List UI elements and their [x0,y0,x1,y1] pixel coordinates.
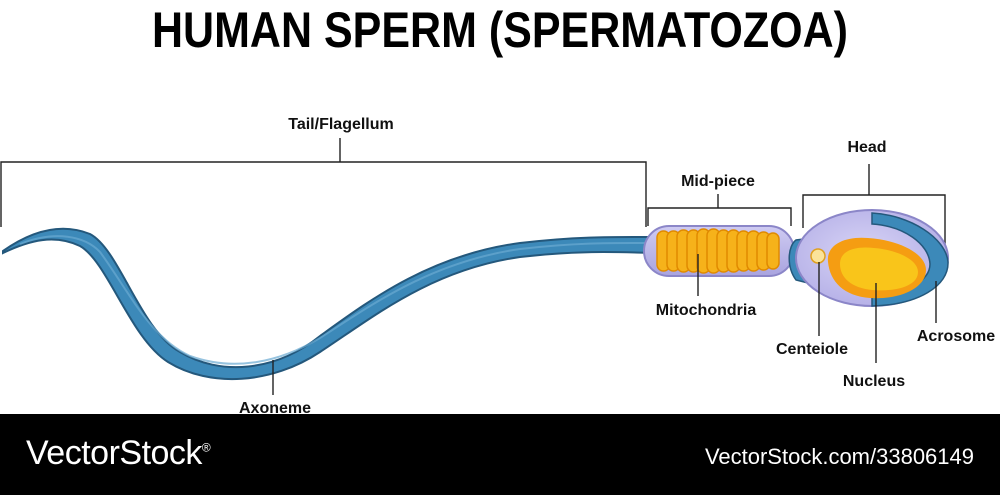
head-bracket [802,164,946,258]
label-axoneme: Axoneme [239,400,311,417]
midpiece-bracket [647,194,792,226]
tail-bracket [0,138,647,227]
centriole [810,248,826,264]
label-tail-flagellum: Tail/Flagellum [288,116,394,133]
image-id: VectorStock.com/33806149 [704,444,974,469]
acrosome [871,212,949,307]
label-nucleus: Nucleus [843,373,905,390]
label-acrosome: Acrosome [917,328,995,345]
label-head: Head [847,139,886,156]
mitochondria-coils [656,228,780,274]
label-mid-piece: Mid-piece [681,173,755,190]
label-centriole: Centeiole [776,341,848,358]
leader-lines [272,254,937,395]
sperm-head [795,209,949,307]
watermark-footer: VectorStock® VectorStock.com/33806149 [0,414,1000,495]
vectorstock-logo: VectorStock® [26,434,211,472]
label-mitochondria: Mitochondria [656,302,757,319]
diagram-title: HUMAN SPERM (SPERMATOZOA) [152,2,848,58]
mid-piece [643,225,795,277]
